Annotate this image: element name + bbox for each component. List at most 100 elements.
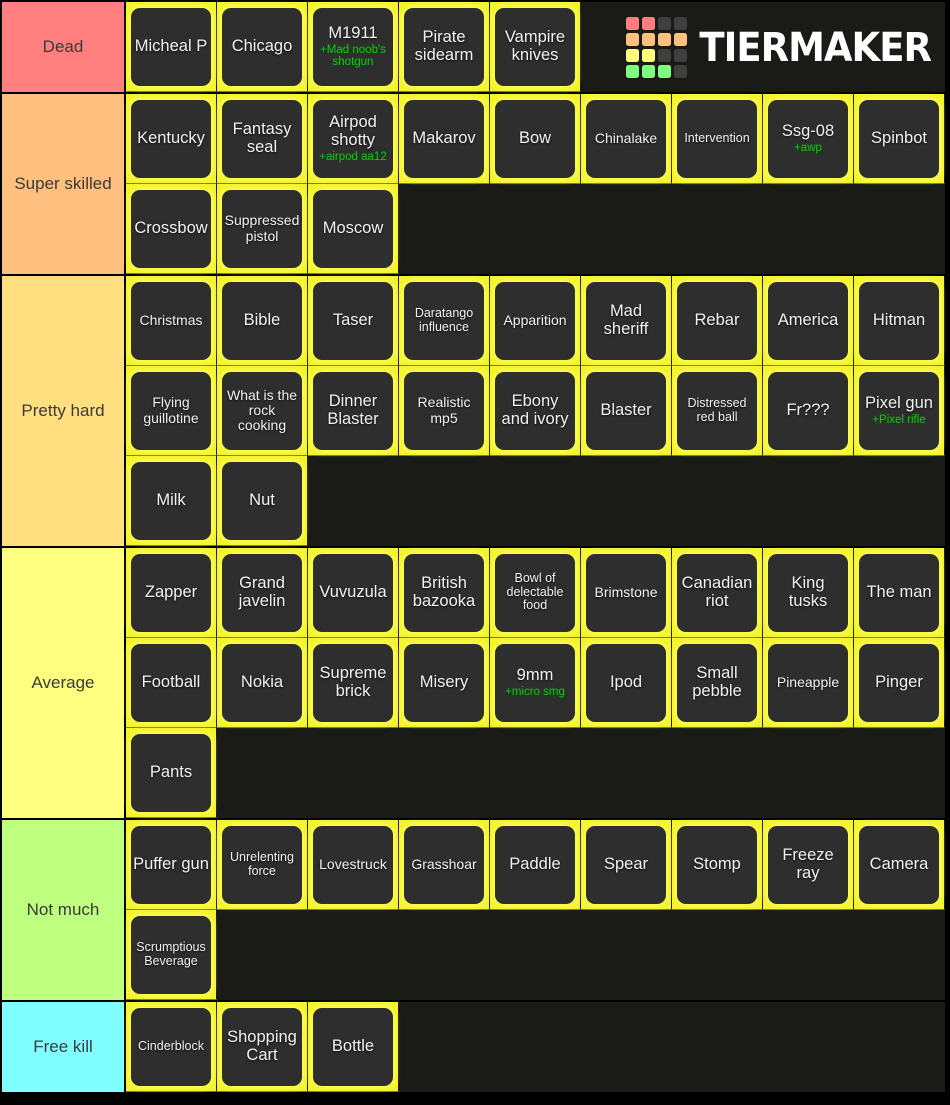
item-tile[interactable]: Bible — [222, 281, 302, 360]
item-tile[interactable]: The man — [859, 553, 939, 632]
item-label: Grand javelin — [238, 573, 286, 610]
item-tile[interactable]: Chicago — [222, 7, 302, 86]
item-label: Taser — [332, 310, 374, 329]
item-tile[interactable]: M1911+Mad noob's shotgun — [313, 7, 393, 86]
item-label: Distressed red ball — [687, 396, 747, 424]
item-tile[interactable]: Moscow — [313, 189, 393, 268]
item-tile[interactable]: Freeze ray — [768, 825, 848, 904]
item-tile[interactable]: Spear — [586, 825, 666, 904]
item-tile[interactable]: Camera — [859, 825, 939, 904]
tiermaker-logo-grid-icon — [626, 16, 688, 78]
item-tile[interactable]: Ipod — [586, 643, 666, 722]
item-label: Stomp — [693, 854, 741, 873]
item-tile[interactable]: Pants — [131, 733, 211, 812]
item-tile[interactable]: Mad sheriff — [586, 281, 666, 360]
item-label: Spinbot — [871, 128, 927, 147]
item-tile[interactable]: Kentucky — [131, 99, 211, 178]
item-label: Milk — [156, 490, 186, 509]
item-tile[interactable]: Nut — [222, 461, 302, 540]
item-cell: Supreme brick — [308, 638, 399, 728]
item-tile[interactable]: Fantasy seal — [222, 99, 302, 178]
item-tile[interactable]: Lovestruck — [313, 825, 393, 904]
item-label: Bow — [518, 128, 552, 147]
item-tile[interactable]: Dinner Blaster — [313, 371, 393, 450]
item-tile[interactable]: Bow — [495, 99, 575, 178]
item-tile[interactable]: Nokia — [222, 643, 302, 722]
item-tile[interactable]: Supreme brick — [313, 643, 393, 722]
item-tile[interactable]: Blaster — [586, 371, 666, 450]
item-label: Chicago — [231, 36, 293, 55]
item-tile[interactable]: Shopping Cart — [222, 1007, 302, 1086]
item-tile[interactable]: British bazooka — [404, 553, 484, 632]
item-label: Nut — [249, 490, 275, 509]
item-tile[interactable]: 9mm+micro smg — [495, 643, 575, 722]
item-tile[interactable]: Distressed red ball — [677, 371, 757, 450]
item-label: Misery — [419, 672, 469, 691]
item-tile[interactable]: Bowl of delectable food — [495, 553, 575, 632]
item-tile[interactable]: Grasshoar — [404, 825, 484, 904]
item-label: Puffer gun — [133, 854, 209, 873]
item-tile[interactable]: Canadian riot — [677, 553, 757, 632]
item-tile[interactable]: Crossbow — [131, 189, 211, 268]
item-cell: Blaster — [581, 366, 672, 456]
item-tile[interactable]: Bottle — [313, 1007, 393, 1086]
item-cell: Nokia — [217, 638, 308, 728]
item-tile[interactable]: Cinderblock — [131, 1007, 211, 1086]
item-tile[interactable]: Flying guillotine — [131, 371, 211, 450]
item-label: Freeze ray — [782, 845, 834, 882]
item-tile[interactable]: Scrumptious Beverage — [131, 915, 211, 994]
item-label: Scrumptious Beverage — [136, 940, 206, 968]
logo-square — [674, 64, 688, 78]
item-tile[interactable]: Christmas — [131, 281, 211, 360]
item-tile[interactable]: Vampire knives — [495, 7, 575, 86]
item-label: Fantasy seal — [232, 119, 292, 156]
item-label: Grasshoar — [411, 855, 477, 872]
item-tile[interactable]: Grand javelin — [222, 553, 302, 632]
item-cell: M1911+Mad noob's shotgun — [308, 2, 399, 92]
item-sublabel: +awp — [794, 141, 822, 154]
item-cell: Daratango influence — [399, 276, 490, 366]
item-label: Pineapple — [776, 673, 840, 690]
item-tile[interactable]: Stomp — [677, 825, 757, 904]
item-tile[interactable]: Football — [131, 643, 211, 722]
item-cell: British bazooka — [399, 548, 490, 638]
item-tile[interactable]: Vuvuzula — [313, 553, 393, 632]
item-tile[interactable]: Daratango influence — [404, 281, 484, 360]
item-tile[interactable]: Misery — [404, 643, 484, 722]
item-tile[interactable]: Zapper — [131, 553, 211, 632]
item-tile[interactable]: Suppressed pistol — [222, 189, 302, 268]
item-tile[interactable]: Intervention — [677, 99, 757, 178]
item-tile[interactable]: Hitman — [859, 281, 939, 360]
item-tile[interactable]: King tusks — [768, 553, 848, 632]
item-tile[interactable]: Taser — [313, 281, 393, 360]
item-tile[interactable]: Rebar — [677, 281, 757, 360]
item-tile[interactable]: Makarov — [404, 99, 484, 178]
item-tile[interactable]: Brimstone — [586, 553, 666, 632]
item-label: Christmas — [139, 311, 203, 328]
item-tile[interactable]: Micheal P — [131, 7, 211, 86]
item-tile[interactable]: Ssg-08+awp — [768, 99, 848, 178]
item-tile[interactable]: Apparition — [495, 281, 575, 360]
item-cell: Chinalake — [581, 94, 672, 184]
item-tile[interactable]: What is the rock cooking — [222, 371, 302, 450]
item-tile[interactable]: Puffer gun — [131, 825, 211, 904]
item-tile[interactable]: Pixel gun+Pixel rifle — [859, 371, 939, 450]
item-tile[interactable]: Fr??? — [768, 371, 848, 450]
item-tile[interactable]: America — [768, 281, 848, 360]
tier-label: Not much — [0, 820, 126, 1000]
item-tile[interactable]: Pineapple — [768, 643, 848, 722]
item-tile[interactable]: Airpod shotty+airpod aa12 — [313, 99, 393, 178]
item-tile[interactable]: Spinbot — [859, 99, 939, 178]
item-cell: Stomp — [672, 820, 763, 910]
item-tile[interactable]: Milk — [131, 461, 211, 540]
item-tile[interactable]: Realistic mp5 — [404, 371, 484, 450]
item-tile[interactable]: Unrelenting force — [222, 825, 302, 904]
item-tile[interactable]: Paddle — [495, 825, 575, 904]
item-tile[interactable]: Pirate sidearm — [404, 7, 484, 86]
item-tile[interactable]: Small pebble — [677, 643, 757, 722]
item-tile[interactable]: Pinger — [859, 643, 939, 722]
item-label: Kentucky — [137, 128, 205, 147]
item-tile[interactable]: Chinalake — [586, 99, 666, 178]
item-tile[interactable]: Ebony and ivory — [495, 371, 575, 450]
